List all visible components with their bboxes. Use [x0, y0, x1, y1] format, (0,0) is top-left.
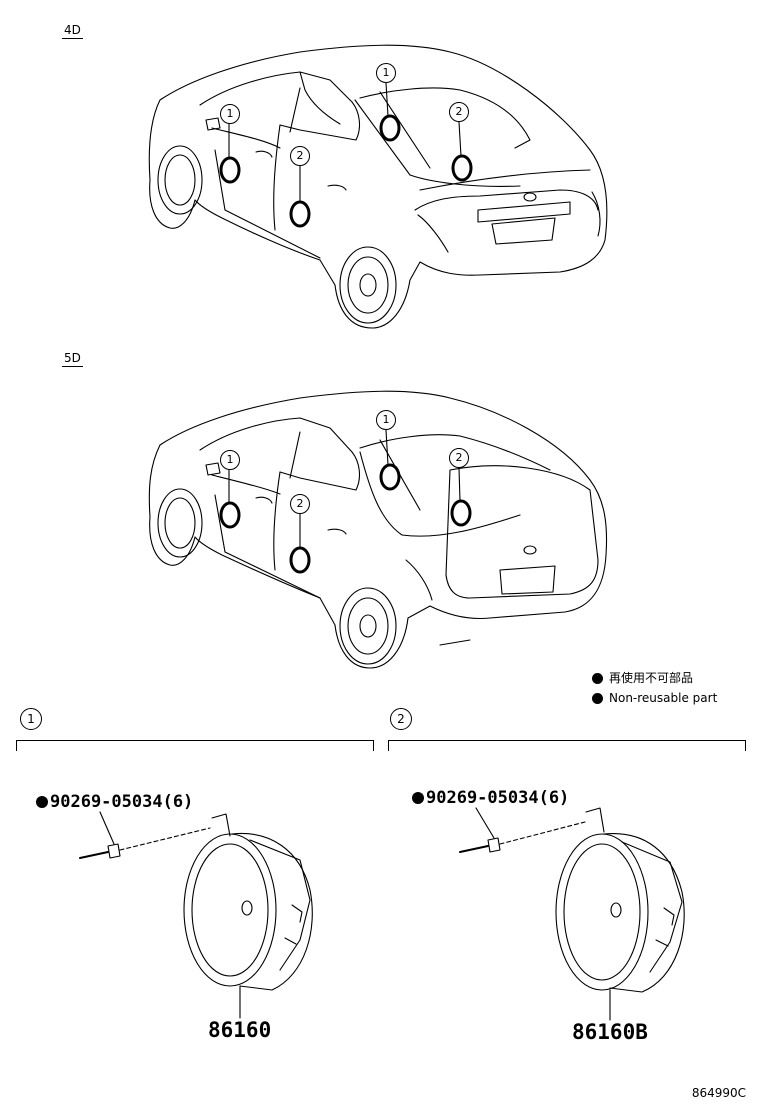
bolt-part-number-text-1: 90269-05034(6) [50, 792, 194, 812]
wagon-illustration [148, 390, 608, 669]
non-reusable-dot-icon [36, 796, 48, 808]
bolt-part-number-text-2: 90269-05034(6) [426, 788, 570, 808]
section-number-2: 2 [390, 708, 412, 730]
variant-label-5d: 5D [62, 351, 83, 367]
bolt-part-number-2: 90269-05034(6) [412, 788, 569, 808]
section-bracket-1 [16, 740, 374, 751]
callout-2-pillar-4d: 2 [449, 102, 469, 122]
section-number-1: 1 [20, 708, 42, 730]
callout-1-front-door-5d: 1 [220, 450, 240, 470]
legend-row-english: Non-reusable part [592, 691, 717, 705]
speaker-explode-1 [79, 811, 313, 1019]
non-reusable-dot-icon [592, 692, 603, 704]
callout-1-front-door-4d: 1 [220, 104, 240, 124]
legend-text-japanese: 再使用不可部品 [609, 671, 694, 685]
callout-2-pillar-5d: 2 [449, 448, 469, 468]
sedan-illustration [148, 44, 608, 329]
non-reusable-dot-icon [592, 672, 603, 684]
section-bracket-2 [388, 740, 746, 751]
callout-2-rear-door-5d: 2 [290, 494, 310, 514]
variant-label-4d: 4D [62, 23, 83, 39]
speaker-part-number-1: 86160 [208, 1018, 272, 1042]
callout-1-pillar-4d: 1 [376, 63, 396, 83]
legend-text-english: Non-reusable part [609, 691, 718, 705]
speaker-part-number-2: 86160B [572, 1020, 648, 1044]
bolt-part-number-1: 90269-05034(6) [36, 792, 193, 812]
non-reusable-dot-icon [412, 792, 424, 804]
callout-1-pillar-5d: 1 [376, 410, 396, 430]
speaker-explode-2 [459, 807, 685, 1021]
diagram-code: 864990C [691, 1086, 746, 1100]
legend-row-japanese: 再使用不可部品 [592, 671, 693, 685]
callout-2-rear-door-4d: 2 [290, 146, 310, 166]
